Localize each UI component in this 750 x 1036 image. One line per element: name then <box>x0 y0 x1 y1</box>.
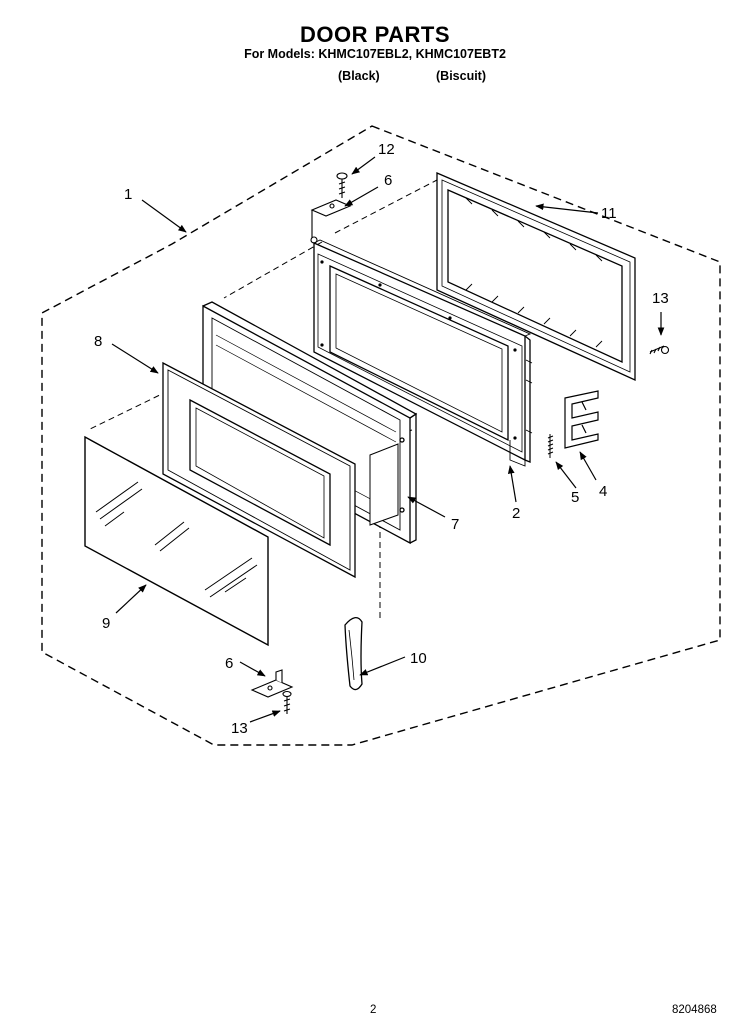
document-number: 8204868 <box>672 1004 717 1016</box>
callout-12: 12 <box>378 141 395 158</box>
part-6-hinge-bottom <box>250 669 294 698</box>
part-5-spring <box>547 434 554 458</box>
leader-arrows <box>111 156 665 723</box>
callout-9: 9 <box>102 615 110 632</box>
part-10-handle <box>344 617 363 691</box>
part-11-choke-frame <box>436 172 636 382</box>
callout-11: 11 <box>601 205 617 222</box>
variant-black: (Black) <box>338 69 380 83</box>
assembly-boundary <box>41 125 721 746</box>
callout-labels: 1 12 6 11 13 8 2 5 4 7 9 10 6 13 <box>94 141 669 737</box>
part-9-glass-panel <box>84 435 269 647</box>
callout-13-right: 13 <box>652 290 669 307</box>
part-12-screw-top <box>336 172 348 198</box>
callout-8: 8 <box>94 333 102 350</box>
part-4-latch <box>564 390 599 449</box>
part-2-inner-door <box>313 239 533 467</box>
callout-2: 2 <box>512 505 520 522</box>
variant-biscuit: (Biscuit) <box>436 69 486 83</box>
callout-6-bottom: 6 <box>225 655 233 672</box>
model-subtitle: For Models: KHMC107EBL2, KHMC107EBT2 <box>244 47 506 61</box>
page-number: 2 <box>370 1004 377 1016</box>
callout-6-top: 6 <box>384 172 392 189</box>
part-13-screw-right <box>649 345 670 355</box>
part-13-screw-bottom <box>282 690 292 714</box>
part-6-hinge-top <box>310 199 352 244</box>
part-8-outer-frame <box>162 361 356 579</box>
callout-13-bottom: 13 <box>231 720 248 737</box>
callout-10: 10 <box>410 650 427 667</box>
callout-7: 7 <box>451 516 459 533</box>
page-title: DOOR PARTS <box>299 22 451 47</box>
callout-4: 4 <box>599 483 607 500</box>
callout-1: 1 <box>124 186 132 203</box>
callout-5: 5 <box>571 489 579 506</box>
